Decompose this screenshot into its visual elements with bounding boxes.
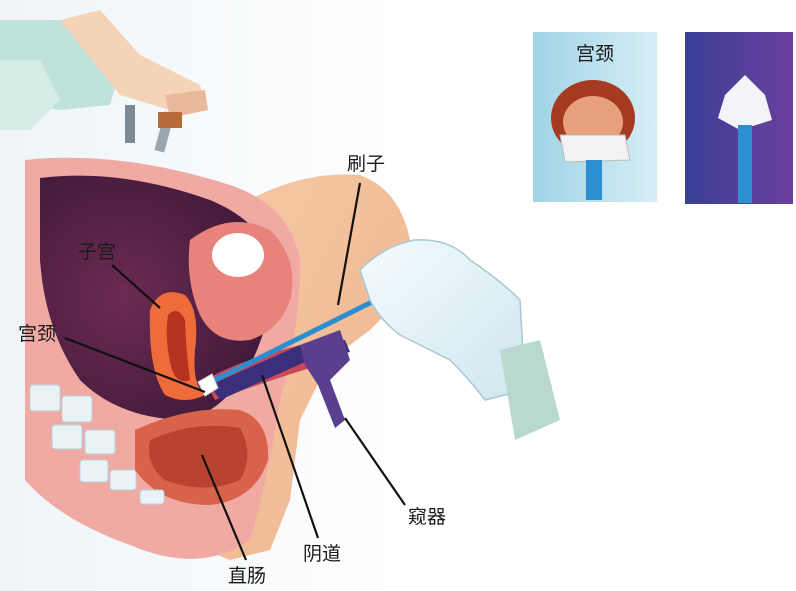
label-speculum: 窥器	[408, 506, 446, 528]
label-vagina: 阴道	[303, 543, 341, 565]
inset-brush-tip	[685, 32, 793, 204]
inset-cervix-title: 宫颈	[576, 43, 614, 65]
label-uterus: 子宫	[78, 241, 116, 263]
label-cervix: 宫颈	[18, 323, 56, 345]
inset-cervix-brush: 宫颈	[533, 32, 657, 202]
label-brush: 刷子	[347, 153, 385, 175]
label-rectum: 直肠	[228, 565, 266, 587]
